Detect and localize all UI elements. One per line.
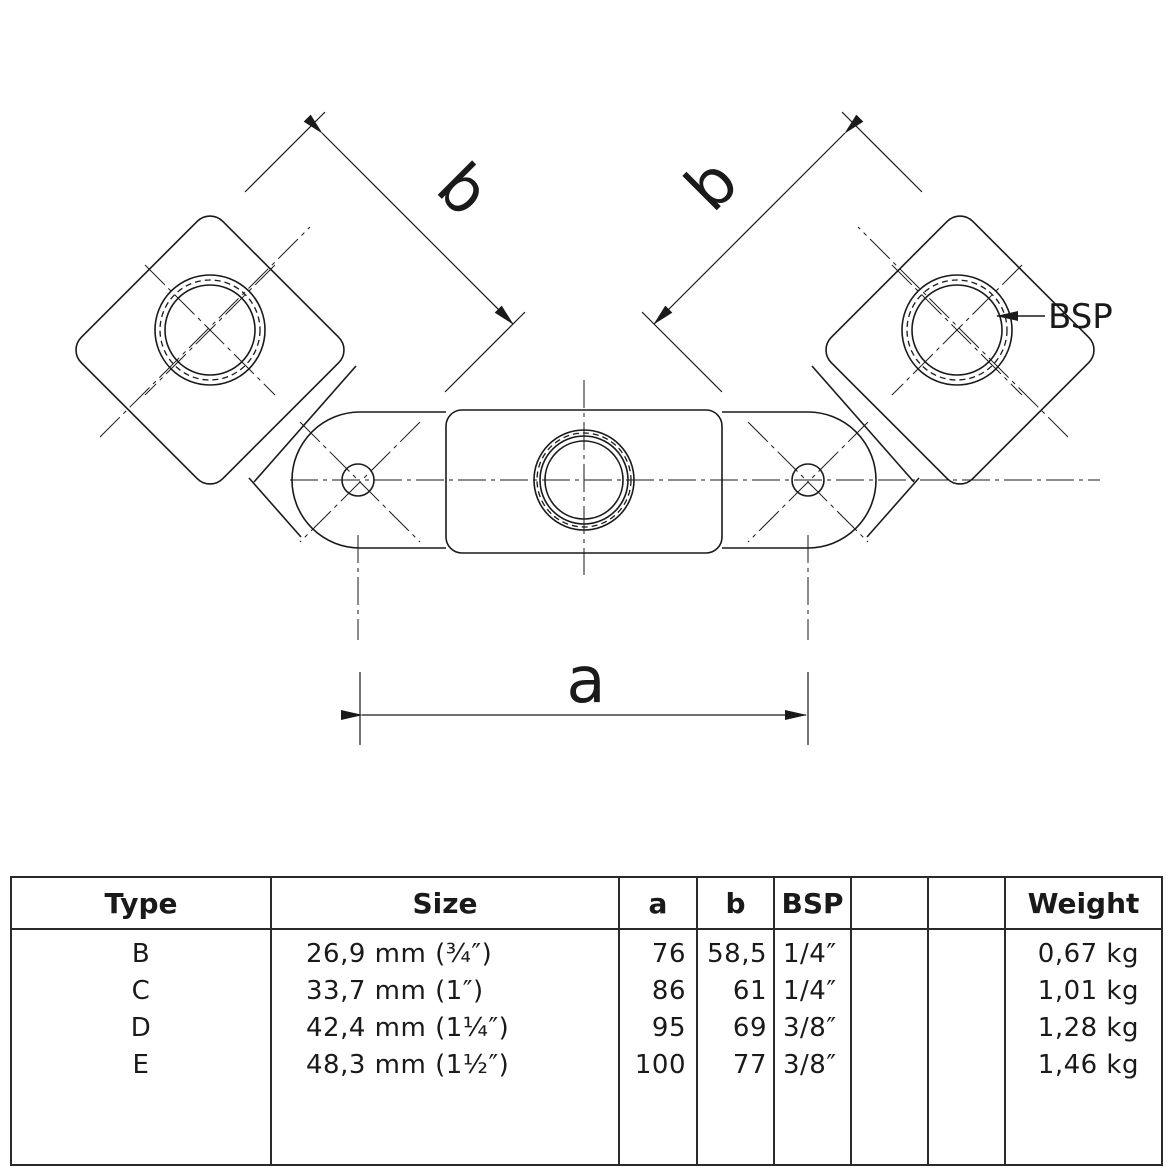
cell-a: 86 <box>618 973 698 1010</box>
right-pivot-pin <box>791 463 825 497</box>
cell-blank <box>927 929 1006 973</box>
specification-table: Type Size a b BSP Weight B 26,9 mm (¾″) … <box>10 876 1163 1166</box>
cell-a: 95 <box>618 1010 698 1047</box>
cell-weight: 1,46 kg <box>1004 1047 1163 1084</box>
cell-blank <box>850 973 929 1010</box>
table-row: B 26,9 mm (¾″) 76 58,5 1/4″ 0,67 kg <box>10 929 1163 973</box>
cell-a: 100 <box>618 1047 698 1084</box>
table-filler-row <box>10 1084 1163 1165</box>
table-row: E 48,3 mm (1½″) 100 77 3/8″ 1,46 kg <box>10 1047 1163 1084</box>
cell-weight: 1,28 kg <box>1004 1010 1163 1047</box>
cell-bsp: 3/8″ <box>773 1047 852 1084</box>
cell-b: 58,5 <box>696 929 775 973</box>
cell-bsp: 3/8″ <box>773 1010 852 1047</box>
cell-blank <box>927 1010 1006 1047</box>
cell-bsp: 1/4″ <box>773 929 852 973</box>
header-bsp: BSP <box>773 877 852 930</box>
table-row: C 33,7 mm (1″) 86 61 1/4″ 1,01 kg <box>10 973 1163 1010</box>
cell-blank <box>850 1010 929 1047</box>
right-hinge <box>722 411 877 549</box>
right-socket-inner <box>911 284 1003 376</box>
header-b: b <box>696 877 775 930</box>
right-arm-sleeve <box>811 365 920 538</box>
left-arm-sleeve <box>248 365 357 538</box>
header-blank-2 <box>927 877 1006 930</box>
cell-size: 33,7 mm (1″) <box>270 973 620 1010</box>
cell-size: 42,4 mm (1¼″) <box>270 1010 620 1047</box>
table-header-row: Type Size a b BSP Weight <box>10 877 1163 930</box>
cell-type: B <box>10 929 272 973</box>
cell-size: 48,3 mm (1½″) <box>270 1047 620 1084</box>
cell-weight: 1,01 kg <box>1004 973 1163 1010</box>
header-a: a <box>618 877 698 930</box>
table-row: D 42,4 mm (1¼″) 95 69 3/8″ 1,28 kg <box>10 1010 1163 1047</box>
left-clamp-head <box>75 215 345 485</box>
cell-blank <box>850 1047 929 1084</box>
cell-b: 69 <box>696 1010 775 1047</box>
header-size: Size <box>270 877 620 930</box>
left-socket-outer <box>154 274 266 386</box>
cell-blank <box>927 1047 1006 1084</box>
header-blank-1 <box>850 877 929 930</box>
right-socket-outer <box>901 274 1013 386</box>
dimension-label-b-left: b <box>422 150 503 231</box>
header-weight: Weight <box>1004 877 1163 930</box>
dimension-label-a: a <box>566 644 605 718</box>
right-clamp-head <box>825 215 1095 485</box>
cell-size: 26,9 mm (¾″) <box>270 929 620 973</box>
technical-drawing: b b a BSP <box>75 111 1113 745</box>
cell-blank <box>850 929 929 973</box>
header-type: Type <box>10 877 272 930</box>
dimension-b-right-line <box>653 114 864 325</box>
cell-b: 61 <box>696 973 775 1010</box>
cell-type: E <box>10 1047 272 1084</box>
cell-a: 76 <box>618 929 698 973</box>
cell-weight: 0,67 kg <box>1004 929 1163 973</box>
cell-b: 77 <box>696 1047 775 1084</box>
left-socket-inner <box>164 284 256 376</box>
dimension-label-b-right: b <box>672 145 753 226</box>
dimension-b-left-line <box>303 114 514 325</box>
cell-type: D <box>10 1010 272 1047</box>
cell-type: C <box>10 973 272 1010</box>
bsp-callout-label: BSP <box>1048 297 1113 337</box>
cell-blank <box>927 973 1006 1010</box>
cell-bsp: 1/4″ <box>773 973 852 1010</box>
